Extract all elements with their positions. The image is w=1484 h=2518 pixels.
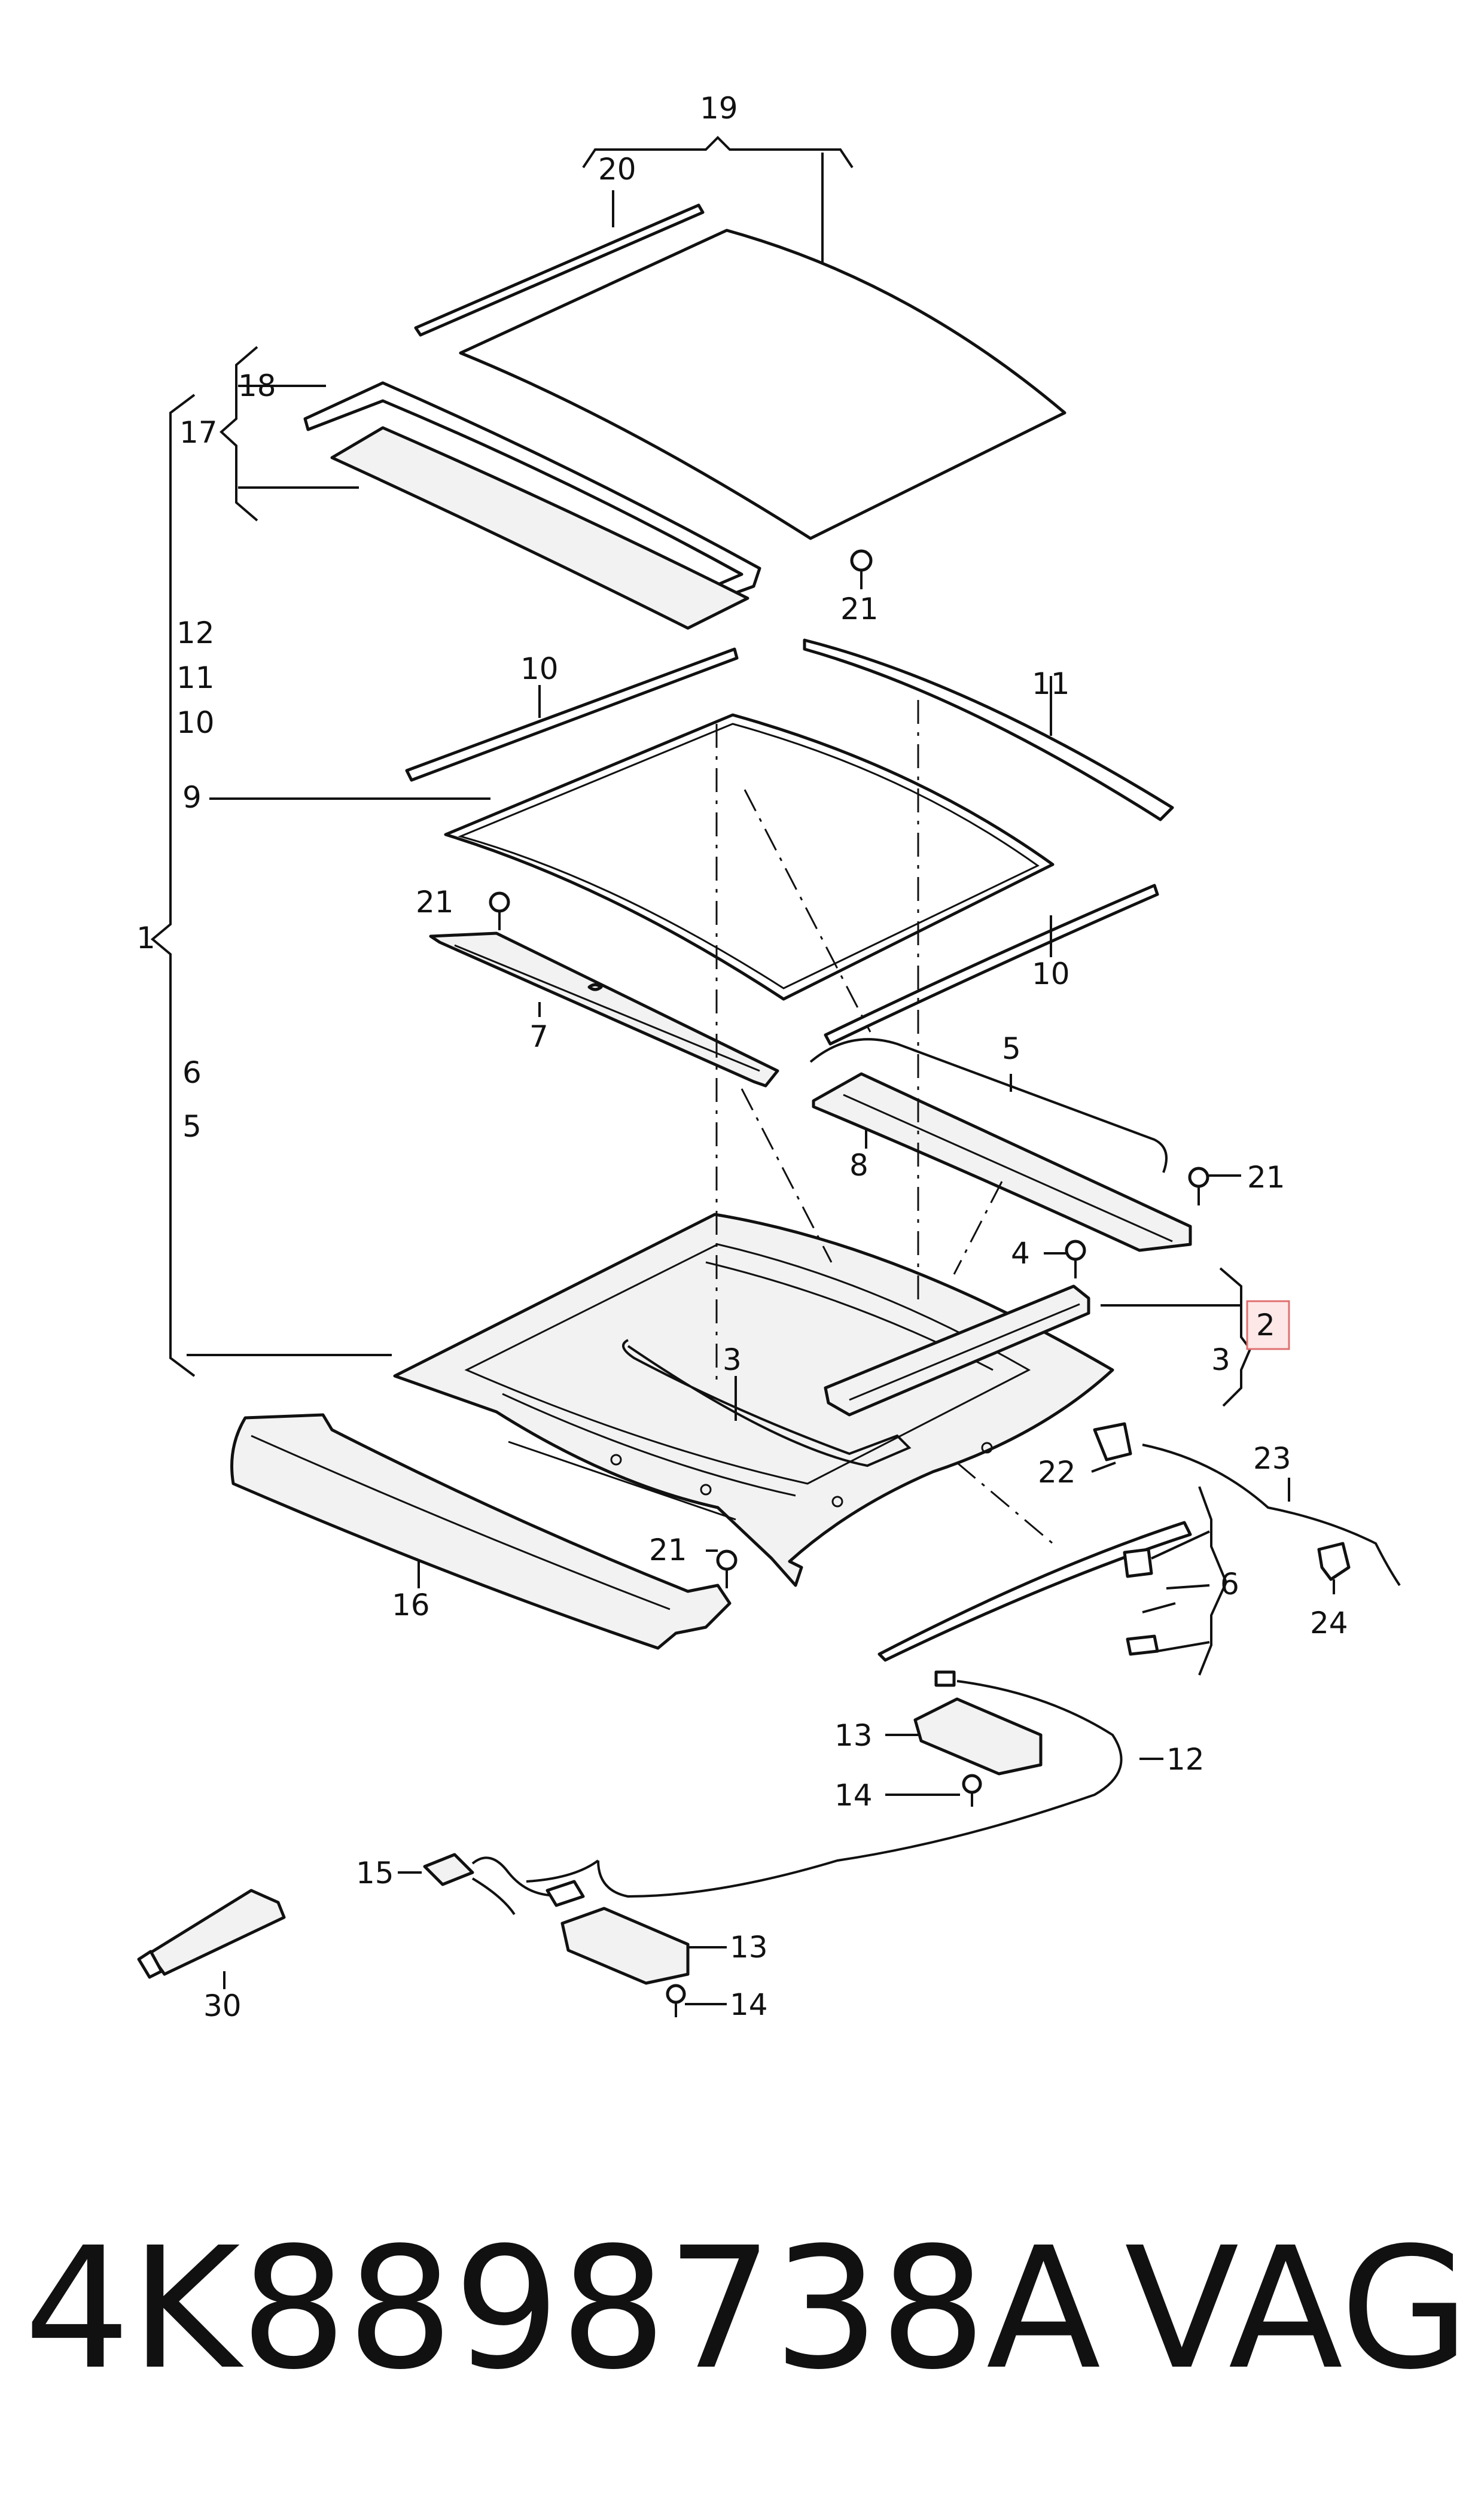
- drain-hose-5: [809, 1038, 1168, 1173]
- screw-21-top: [850, 549, 873, 589]
- bracket-17: [220, 346, 258, 522]
- callout-5-right: 5: [1002, 1031, 1021, 1066]
- callout-23: 23: [1253, 1441, 1291, 1476]
- clips-6: [1123, 1548, 1176, 1656]
- callout-24: 24: [1310, 1606, 1348, 1640]
- glass-panel: [459, 229, 1066, 540]
- screw-14-lower: [666, 1984, 686, 2017]
- callout-3-center: 3: [723, 1342, 742, 1377]
- screw-14-upper: [962, 1774, 982, 1807]
- grease-tube-30: [137, 1889, 286, 1979]
- callout-13-lower: 13: [730, 1930, 768, 1965]
- side-trim-6: [877, 1521, 1192, 1662]
- drain-valve-22: [1093, 1422, 1132, 1462]
- callout-17: 17: [179, 415, 218, 450]
- part-number: 4K8898738A: [24, 2212, 1101, 2407]
- screw-21-bottom: [716, 1549, 738, 1588]
- drain-tray-16: [230, 1413, 732, 1650]
- bracket-2-3: [1219, 1267, 1252, 1407]
- callout-10-right: 10: [1032, 957, 1070, 991]
- callout-13-upper: 13: [834, 1718, 873, 1753]
- callout-6-right: 6: [1220, 1567, 1239, 1601]
- callout-21-bottom: 21: [649, 1533, 687, 1567]
- callout-21-top: 21: [840, 592, 879, 626]
- callout-1: 1: [136, 921, 156, 955]
- seal-10-left: [405, 647, 739, 782]
- screw-21-right: [1188, 1167, 1209, 1205]
- callout-2-highlight: [1246, 1300, 1290, 1350]
- seal-10-right: [824, 884, 1159, 1046]
- brand-name: VAG: [1125, 2212, 1470, 2407]
- connector-15: [423, 1853, 585, 1916]
- screw-4: [1065, 1240, 1086, 1278]
- callout-8: 8: [849, 1148, 869, 1183]
- screw-21-left: [489, 891, 510, 930]
- seal-11: [803, 638, 1174, 821]
- callout-30: 30: [203, 1989, 242, 2023]
- callout-15: 15: [356, 1856, 394, 1890]
- bracket-19: [582, 136, 854, 169]
- callout-19: 19: [700, 91, 738, 126]
- callout-5-left: 5: [182, 1109, 202, 1144]
- clip-24: [1317, 1542, 1351, 1581]
- callout-10-top: 10: [520, 651, 559, 686]
- bracket-1: [150, 394, 196, 1377]
- callout-14-upper: 14: [834, 1778, 873, 1813]
- callout-21-right: 21: [1247, 1160, 1285, 1195]
- callout-2: 2: [1256, 1308, 1275, 1342]
- front-cross-member-7: [429, 931, 779, 1088]
- callout-21-left: 21: [416, 885, 454, 919]
- drive-motor-13-upper: [913, 1670, 1043, 1776]
- sunroof-main-frame: [393, 1213, 1114, 1587]
- seal-strip-20: [414, 203, 705, 337]
- callout-7: 7: [529, 1019, 548, 1054]
- callout-22: 22: [1038, 1455, 1076, 1490]
- bracket-6: [1198, 1486, 1228, 1676]
- callout-10-left: 10: [176, 705, 215, 740]
- drive-motor-13-lower: [560, 1907, 690, 1985]
- drain-hose-23: [1142, 1444, 1401, 1587]
- callout-9: 9: [182, 780, 202, 815]
- callout-12-right: 12: [1166, 1742, 1205, 1777]
- callout-16: 16: [392, 1588, 430, 1622]
- callout-14-lower: 14: [730, 1987, 768, 2022]
- callout-12-left: 12: [176, 616, 215, 650]
- callout-3-right: 3: [1211, 1342, 1230, 1377]
- deflector-panel-17: [330, 426, 749, 630]
- callout-11-left: 11: [176, 660, 215, 695]
- callout-4: 4: [1011, 1236, 1030, 1271]
- callout-6-left: 6: [182, 1055, 202, 1090]
- rear-cross-member-8: [812, 1072, 1192, 1252]
- callout-18: 18: [238, 369, 276, 403]
- guide-cable-3: [622, 1339, 912, 1467]
- drive-cable-12: [597, 1680, 1123, 1898]
- callout-11-right: 11: [1032, 666, 1070, 701]
- callout-20: 20: [598, 152, 636, 187]
